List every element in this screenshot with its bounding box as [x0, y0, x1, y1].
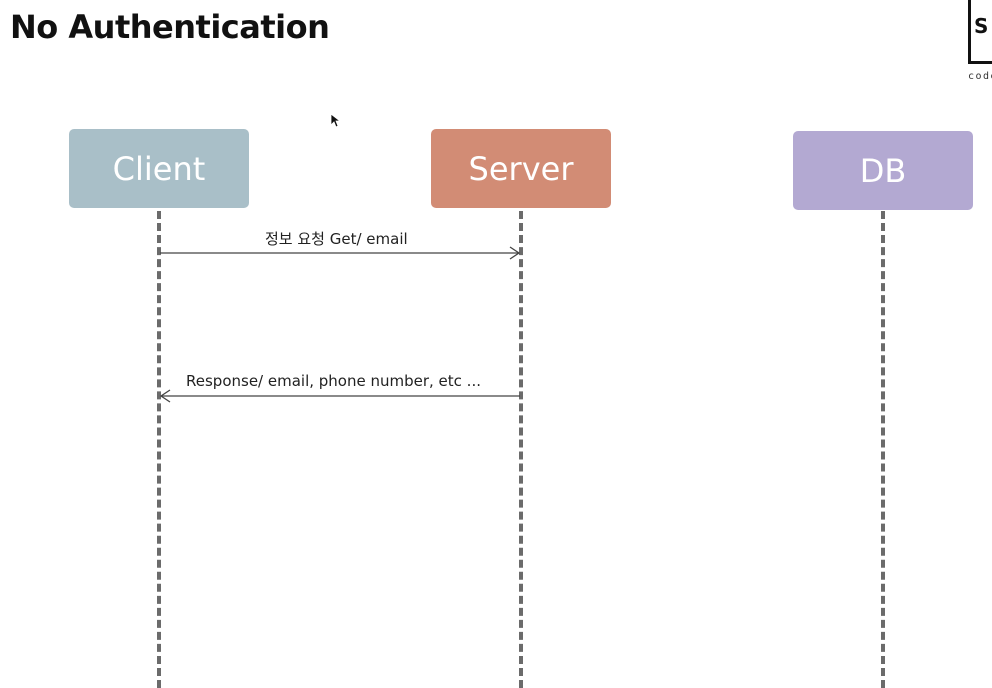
- lifeline-client: [157, 211, 161, 688]
- logo-letter: S: [974, 14, 989, 38]
- brand-logo: S code: [966, 0, 992, 90]
- actor-server: Server: [431, 129, 611, 208]
- actor-server-label: Server: [468, 149, 574, 188]
- page-title: No Authentication: [10, 8, 330, 46]
- lifeline-db: [881, 211, 885, 688]
- message-request-label: 정보 요청 Get/ email: [265, 230, 408, 248]
- actor-client-label: Client: [112, 149, 206, 188]
- logo-frame: [968, 0, 992, 64]
- message-request-arrowhead: [509, 246, 521, 260]
- actor-client: Client: [69, 129, 249, 208]
- actor-db-label: DB: [859, 151, 907, 190]
- actor-db: DB: [793, 131, 973, 210]
- message-response-label: Response/ email, phone number, etc ...: [186, 372, 481, 390]
- logo-text: code: [968, 71, 992, 82]
- lifeline-server: [519, 211, 523, 688]
- mouse-cursor-icon: [330, 113, 340, 128]
- message-response-arrowhead: [159, 389, 171, 403]
